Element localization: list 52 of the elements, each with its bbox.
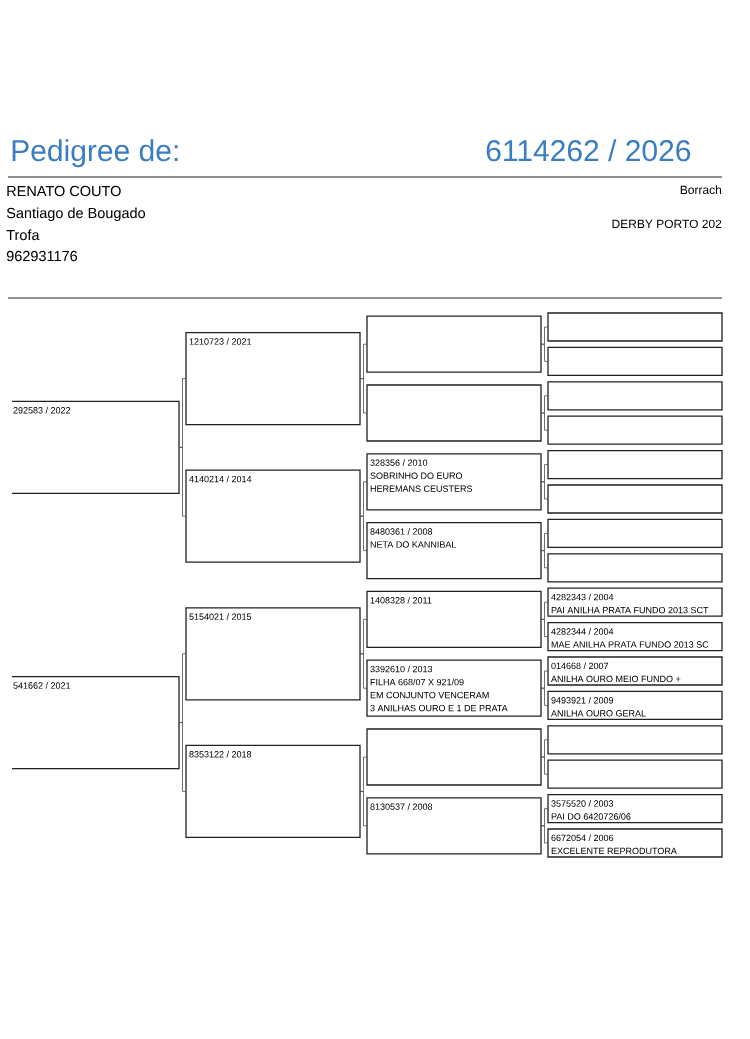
empty-box [547,759,723,789]
pedigree-box: 8130537 / 2008 [366,797,542,855]
colour-note: Borrach [680,185,722,195]
owner-name: RENATO COUTO [7,185,121,197]
empty-box [366,384,542,442]
pedigree-box: 6672054 / 2006 EXCELENTE REPRODUTORA [547,828,723,858]
connector-line [540,687,549,706]
connector-line [178,722,187,792]
title: Pedigree de: [12,139,178,168]
connector-line [540,412,549,431]
connector-line [359,378,368,414]
connector-line [540,343,549,362]
empty-box [547,381,723,411]
empty-box [547,346,723,377]
pedigree-box: 3392610 / 2013 FILHA 668/07 X 921/09 EM CONJUNTO VENCERAM 3 ANILHAS OURO E 1 DE PRATA [366,659,542,717]
empty-box [547,518,723,549]
pedigree-box: 4140214 / 2014 [185,469,361,563]
pedigree-box: 8480361 / 2008 NETA DO KANNIBAL [366,521,542,580]
empty-box [547,553,723,583]
pedigree-box: 1210723 / 2021 [185,331,361,426]
pedigree-box: 541662 / 2021 [11,675,180,770]
pedigree-box: 4282343 / 2004 PAI ANILHA PRATA FUNDO 2013 SCT [547,587,723,617]
pedigree-box: 4282344 / 2004 MAE ANILHA PRATA FUNDO 2013 SC [547,621,723,652]
pedigree-box: 1408328 / 2011 [366,590,542,649]
connector-line [178,447,187,517]
ring-number: 6114262 / 2026 [486,139,691,162]
connector-line [359,515,368,551]
connector-line [540,756,549,775]
connector-line [540,619,549,637]
empty-box [547,449,723,480]
pedigree-box: 014668 / 2007 ANILHA OURO MEIO FUNDO + [547,656,723,686]
empty-box [547,484,723,514]
pedigree-box: 5154021 / 2015 [185,607,361,701]
connector-line [540,550,549,569]
event-note: DERBY PORTO 202 [612,219,722,229]
connector-line [540,481,549,500]
empty-box [547,312,723,342]
phone-number: 962931176 [6,250,78,262]
pedigree-box: 8353122 / 2018 [185,744,361,839]
address-text: Santiago de Bougado [6,207,146,221]
connector-line [540,825,549,844]
address-text: Trofa [6,229,40,241]
connector-line [359,653,368,689]
connector-line [359,791,368,827]
empty-box [366,728,542,786]
empty-box [547,415,723,445]
pedigree-box: 292583 / 2022 [11,400,180,495]
pedigree-box: 9493921 / 2009 ANILHA OURO GERAL [547,690,723,721]
empty-box [547,725,723,755]
pedigree-box: 328356 / 2010 SOBRINHO DO EURO HEREMANS CEUSTERS [366,453,542,511]
pedigree-box: 3575520 / 2003 PAI DO 6420726/06 [547,793,723,824]
empty-box [366,315,542,373]
